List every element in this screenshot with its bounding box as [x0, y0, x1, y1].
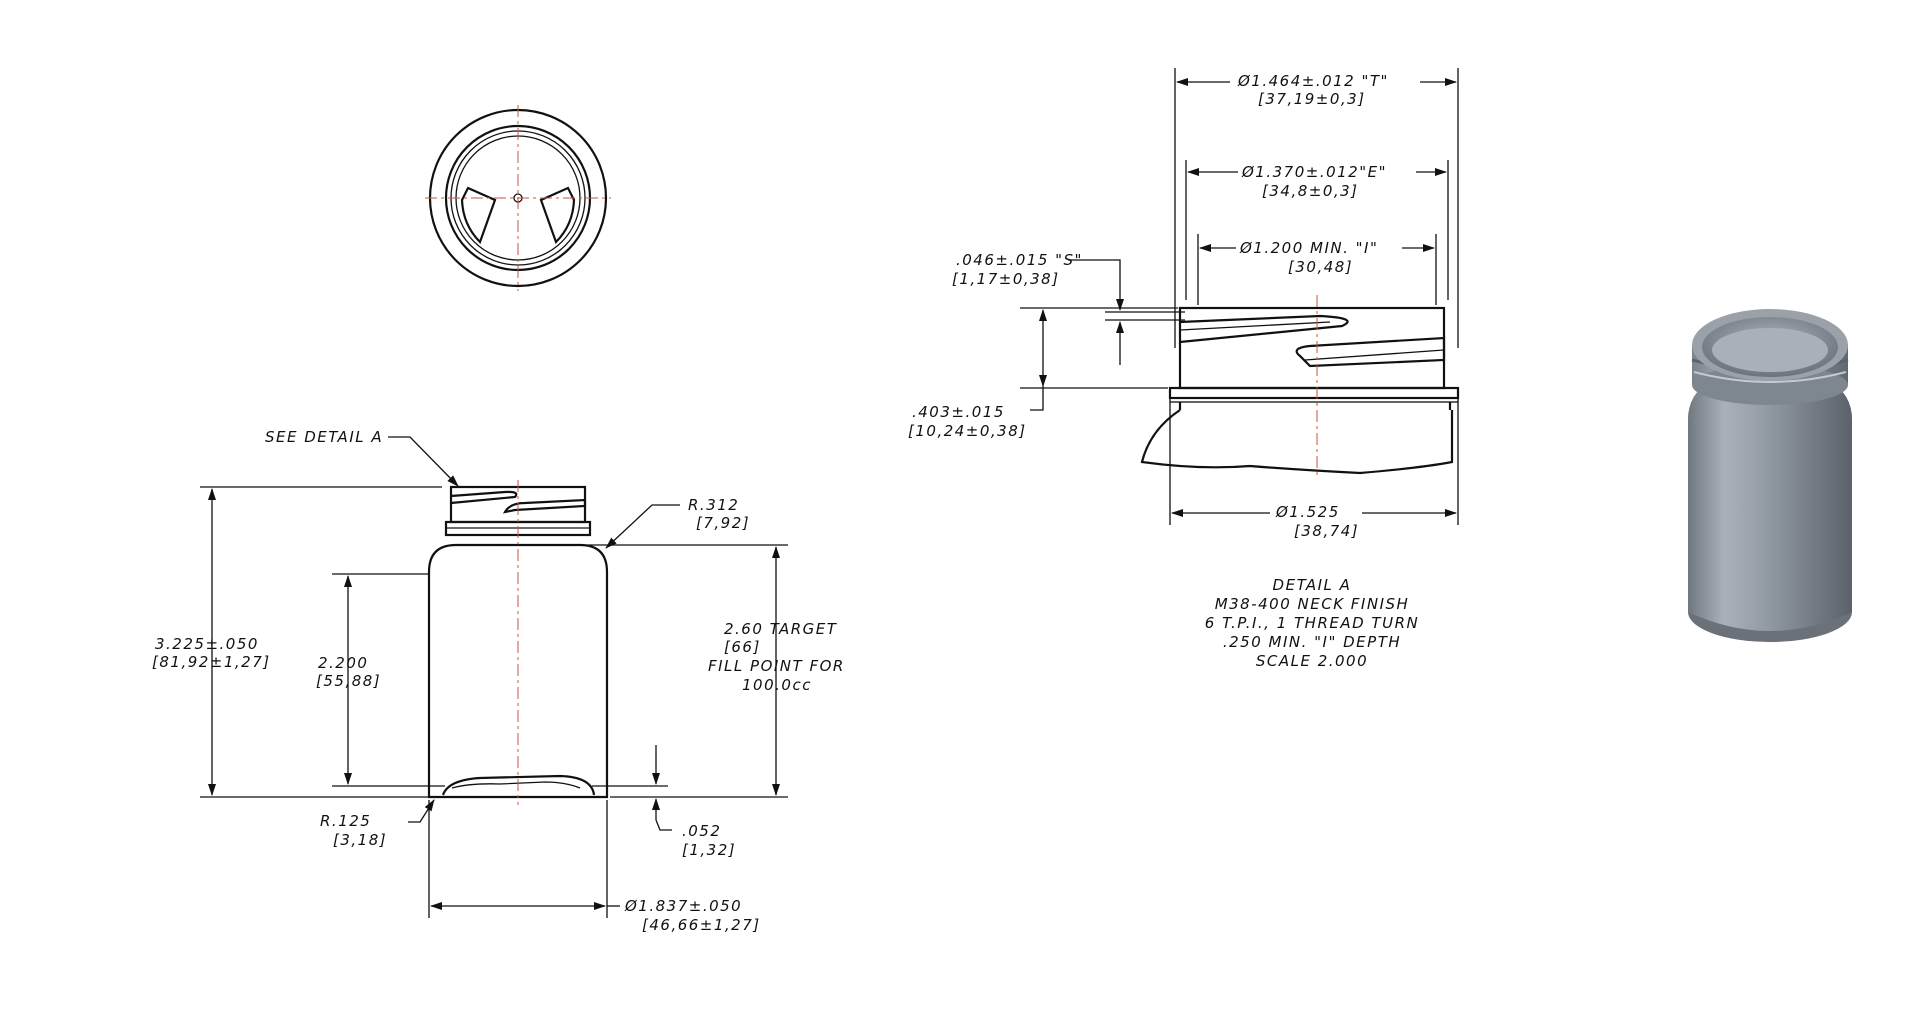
- t-dimension-mm: [37,19±0,3]: [1258, 90, 1366, 108]
- body-height-mm: [55,88]: [316, 672, 381, 690]
- push-up-dim: .052: [682, 822, 721, 840]
- detail-a-view: Ø1.464±.012 "T" [37,19±0,3] Ø1.370±.012"…: [908, 68, 1460, 670]
- overall-height-dim: 3.225±.050: [155, 635, 259, 653]
- body-diameter-mm: [46,66±1,27]: [642, 916, 761, 934]
- caption-line-5: SCALE 2.000: [1256, 652, 1368, 670]
- push-up-mm: [1,32]: [682, 841, 736, 859]
- s-dimension-mm: [1,17±0,38]: [952, 270, 1060, 288]
- top-view: [425, 105, 611, 291]
- shoulder-radius-dim: R.312: [688, 496, 739, 514]
- neck-diameter-dim: Ø1.525: [1275, 503, 1340, 521]
- base-radius-mm: [3,18]: [333, 831, 387, 849]
- fill-volume-label: 100.0cc: [742, 676, 812, 694]
- i-dimension-mm: [30,48]: [1288, 258, 1353, 276]
- shoulder-radius-mm: [7,92]: [696, 514, 750, 532]
- elevation-view: 3.225±.050 [81,92±1,27] 2.200 [55,88] SE…: [152, 428, 845, 934]
- fill-point-for-label: FILL POINT FOR: [708, 657, 845, 675]
- body-height-dim: 2.200: [318, 654, 368, 672]
- t-dimension: Ø1.464±.012 "T": [1237, 72, 1389, 90]
- neck-diameter-mm: [38,74]: [1294, 522, 1359, 540]
- overall-height-mm: [81,92±1,27]: [152, 653, 271, 671]
- fill-target-dim: 2.60 TARGET: [724, 620, 838, 638]
- bottle-3d-render: [1688, 309, 1852, 642]
- e-dimension: Ø1.370±.012"E": [1241, 163, 1387, 181]
- height-dimension-mm: [10,24±0,38]: [908, 422, 1027, 440]
- see-detail-label: SEE DETAIL A: [265, 428, 383, 446]
- caption-line-1: DETAIL A: [1273, 576, 1352, 594]
- caption-line-4: .250 MIN. "I" DEPTH: [1223, 633, 1401, 651]
- caption-line-3: 6 T.P.I., 1 THREAD TURN: [1205, 614, 1419, 632]
- body-diameter-dim: Ø1.837±.050: [624, 897, 742, 915]
- s-dimension: .046±.015 "S": [956, 251, 1083, 269]
- caption-line-2: M38-400 NECK FINISH: [1215, 595, 1410, 613]
- height-dimension: .403±.015: [912, 403, 1005, 421]
- detail-caption: DETAIL A M38-400 NECK FINISH 6 T.P.I., 1…: [1205, 576, 1419, 670]
- e-dimension-mm: [34,8±0,3]: [1262, 182, 1359, 200]
- i-dimension: Ø1.200 MIN. "I": [1239, 239, 1378, 257]
- base-radius-dim: R.125: [320, 812, 371, 830]
- fill-target-mm: [66]: [724, 638, 761, 656]
